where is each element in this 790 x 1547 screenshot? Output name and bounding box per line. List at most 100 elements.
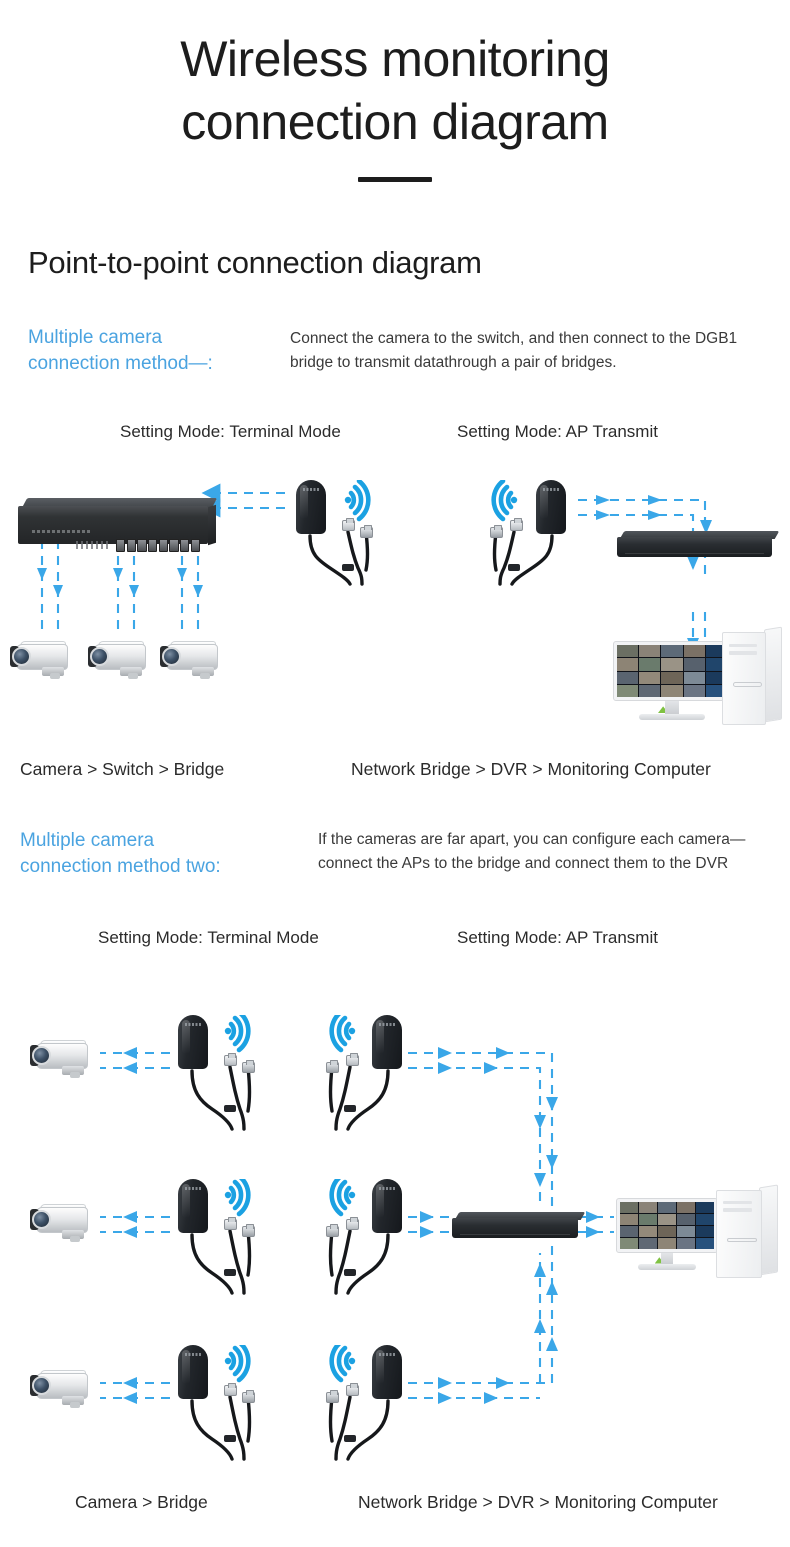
method-one-mode-right: Setting Mode: AP Transmit	[457, 422, 658, 441]
rj45-connector	[346, 1383, 359, 1396]
bridge-wifi-and-cable	[190, 1015, 252, 1131]
method-one-label: Multiple camera connection method—:	[28, 325, 278, 377]
rj45-connector	[326, 1390, 339, 1403]
bridge-body	[178, 1345, 208, 1399]
bridge-cable	[308, 530, 370, 586]
bridge-wifi-and-cable	[328, 1179, 390, 1295]
camera-device	[30, 1039, 92, 1079]
switch-brand-print	[32, 530, 90, 533]
wifi-icon	[329, 1015, 356, 1053]
bridge-ap-transmit	[452, 480, 572, 590]
monitoring-computer	[616, 1198, 718, 1276]
bridge-cable	[190, 1065, 252, 1131]
camera-device	[30, 1369, 92, 1409]
pc-tower	[716, 1184, 778, 1278]
bridge-unit	[372, 1015, 402, 1073]
method-two-label-line-2: connection method two:	[20, 856, 221, 877]
bridge-cable	[328, 1229, 390, 1295]
bridge-highlight	[182, 1350, 190, 1384]
rj45-connector	[242, 1060, 255, 1073]
method-two-caption-right: Network Bridge > DVR > Monitoring Comput…	[358, 1492, 718, 1512]
bridge-wifi-and-cable	[190, 1179, 252, 1295]
rj45-connector	[490, 525, 503, 538]
bridge-terminal-mode	[178, 1179, 298, 1299]
bridge-body	[178, 1015, 208, 1069]
monitor-base	[638, 1264, 696, 1270]
pc-side-panel	[764, 626, 782, 723]
bridge-logo	[303, 488, 319, 491]
method-one-caption-left: Camera > Switch > Bridge	[20, 759, 225, 779]
method-one-description: Connect the camera to the switch, and th…	[290, 330, 738, 371]
switch-front-face	[18, 506, 208, 552]
method-two-diagram	[0, 985, 790, 1455]
rj45-connector	[242, 1390, 255, 1403]
rj45-connector	[224, 1217, 237, 1230]
dvr-seam	[460, 1234, 570, 1235]
bridge-body	[372, 1015, 402, 1069]
rj45-connector	[346, 1217, 359, 1230]
bridge-unit	[178, 1345, 208, 1403]
bridge-unit	[536, 480, 566, 538]
camera-foot	[70, 1236, 80, 1242]
bridge-highlight	[182, 1020, 190, 1054]
bridge-logo	[543, 488, 559, 491]
dvr-front-face	[452, 1218, 578, 1238]
pc-front-panel	[722, 632, 767, 725]
wifi-icon	[344, 480, 371, 522]
camera-device	[160, 640, 222, 680]
wifi-icon	[224, 1345, 251, 1383]
dvr-front-face	[617, 537, 772, 557]
bridge-terminal-mode	[178, 1345, 298, 1465]
pc-handle	[727, 1237, 757, 1243]
bridge-cable	[328, 1065, 390, 1131]
method-one-mode-left: Setting Mode: Terminal Mode	[120, 422, 341, 441]
method-two-mode-right: Setting Mode: AP Transmit	[457, 928, 658, 947]
wifi-icon	[224, 1179, 251, 1217]
rj45-connector	[342, 518, 355, 531]
bridge-highlight	[540, 485, 548, 519]
method-one-label-line-1: Multiple camera	[28, 327, 163, 348]
bridge-cable	[190, 1229, 252, 1295]
pc-handle	[732, 682, 762, 688]
wifi-icon	[224, 1015, 251, 1053]
camera-foot	[50, 673, 60, 679]
method-two-description: If the cameras are far apart, you can co…	[318, 831, 746, 872]
bridge-cable	[190, 1395, 252, 1461]
bridge-body	[372, 1179, 402, 1233]
bridge-highlight	[300, 485, 308, 519]
bridge-cable	[328, 1395, 390, 1461]
camera-foot	[128, 673, 138, 679]
camera-foot	[70, 1402, 80, 1408]
page-title-line-1: Wireless monitoring	[180, 31, 610, 87]
rj45-connector	[224, 1053, 237, 1066]
cable-ferrite	[224, 1435, 236, 1442]
bridge-unit	[178, 1179, 208, 1237]
bridge-wifi-and-cable	[328, 1015, 390, 1131]
camera-mount	[62, 1396, 84, 1405]
bridge-highlight	[376, 1020, 384, 1054]
monitor-screen	[620, 1202, 714, 1249]
pc-tower	[722, 626, 782, 725]
bridge-body	[178, 1179, 208, 1233]
camera-lens	[162, 647, 181, 666]
pc-drive-slot	[729, 643, 757, 648]
wifi-icon	[491, 480, 518, 522]
method-one-label-line-2: connection method—:	[28, 353, 213, 374]
camera-mount	[192, 667, 214, 676]
method-one-caption-right: Network Bridge > DVR > Monitoring Comput…	[351, 759, 711, 779]
camera-device	[10, 640, 72, 680]
bridge-ap-transmit	[288, 1015, 408, 1135]
camera-device	[30, 1203, 92, 1243]
bridge-highlight	[376, 1184, 384, 1218]
rj45-connector	[224, 1383, 237, 1396]
monitor-bezel	[613, 641, 731, 702]
bridge-logo	[379, 1023, 395, 1026]
bridge-logo	[379, 1353, 395, 1356]
method-two-label-line-1: Multiple camera	[20, 830, 155, 851]
page-title: Wireless monitoring connection diagram	[0, 28, 790, 154]
rj45-connector	[360, 525, 373, 538]
bridge-body	[296, 480, 326, 534]
dvr-recorder	[617, 531, 780, 561]
monitor-base	[638, 714, 706, 721]
